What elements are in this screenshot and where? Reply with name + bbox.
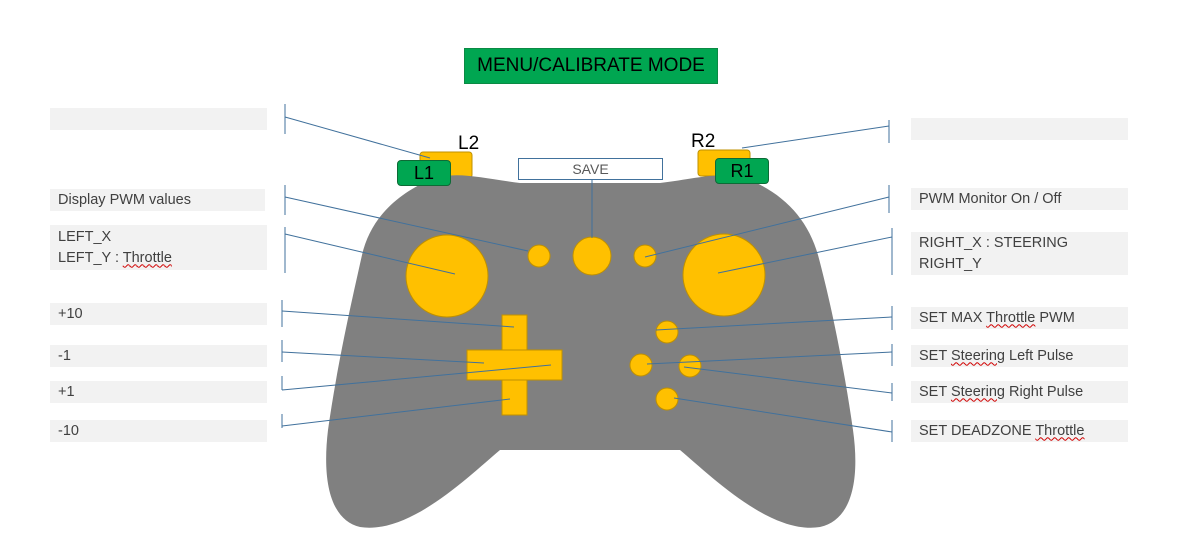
label-steer-right-prefix: SET: [919, 383, 951, 400]
label-minus10-text: -10: [58, 422, 79, 439]
label-deadzone-text: SET DEADZONE Throttle: [919, 421, 1120, 442]
label-right-stick: RIGHT_X : STEERING RIGHT_Y: [911, 232, 1128, 275]
label-set-max-throttle: SET MAX Throttle PWM: [911, 307, 1128, 329]
label-deadzone-prefix: SET DEADZONE: [919, 422, 1036, 439]
label-steering-right: SET Steering Right Pulse: [911, 381, 1128, 403]
label-right-y: RIGHT_Y: [919, 255, 982, 272]
right-stick[interactable]: [682, 233, 766, 317]
dpad-center: [503, 351, 526, 379]
face-button-right[interactable]: [678, 354, 702, 378]
label-display-pwm: Display PWM values: [50, 189, 265, 211]
start-button[interactable]: [633, 244, 657, 268]
label-plus10-text: +10: [58, 305, 83, 322]
label-steer-right-word: Steering: [950, 383, 1005, 400]
label-deadzone: SET DEADZONE Throttle: [911, 420, 1128, 442]
label-pwm-monitor: PWM Monitor On / Off: [911, 188, 1128, 210]
left-stick[interactable]: [405, 234, 489, 318]
label-set-max-prefix: SET MAX: [919, 309, 987, 326]
label-steer-left-prefix: SET: [919, 347, 951, 364]
label-steer-left-word: Steering: [950, 347, 1005, 364]
leader-lines: [281, 104, 893, 442]
label-plus1-text: +1: [58, 383, 75, 400]
label-r2-blank: [911, 118, 1128, 140]
label-pwm-monitor-text: PWM Monitor On / Off: [919, 190, 1062, 207]
r1-bumper[interactable]: R1: [715, 158, 769, 184]
select-button[interactable]: [527, 244, 551, 268]
label-steering-left: SET Steering Left Pulse: [911, 345, 1128, 367]
l2-label: L2: [458, 133, 480, 154]
label-left-y-word: Throttle: [122, 249, 172, 266]
label-set-max-throttle-text: SET MAX Throttle PWM: [919, 308, 1120, 329]
save-label: SAVE: [518, 158, 663, 180]
label-deadzone-word: Throttle: [1035, 422, 1085, 439]
home-button[interactable]: [572, 236, 612, 276]
label-minus1-text: -1: [58, 347, 71, 364]
label-steering-right-text: SET Steering Right Pulse: [919, 382, 1120, 403]
label-left-y-prefix: LEFT_Y :: [58, 249, 123, 266]
label-left-x: LEFT_X: [58, 228, 112, 245]
label-left-y: LEFT_Y : Throttle: [58, 248, 259, 269]
r2-label: R2: [691, 131, 716, 152]
face-button-bottom[interactable]: [655, 387, 679, 411]
label-left-stick: LEFT_X LEFT_Y : Throttle: [50, 225, 267, 270]
label-plus10: +10: [50, 303, 267, 325]
label-set-max-suffix: PWM: [1035, 309, 1075, 326]
label-set-max-word: Throttle: [986, 309, 1036, 326]
face-button-top[interactable]: [655, 320, 679, 344]
l1-bumper[interactable]: L1: [397, 160, 451, 186]
label-steer-left-suffix: Left Pulse: [1004, 347, 1074, 364]
label-right-x: RIGHT_X : STEERING: [919, 234, 1069, 251]
label-steering-left-text: SET Steering Left Pulse: [919, 346, 1120, 367]
label-minus1: -1: [50, 345, 267, 367]
face-button-left[interactable]: [629, 353, 653, 377]
label-l2-blank: [50, 108, 267, 130]
label-minus10: -10: [50, 420, 267, 442]
controller-body: [326, 175, 856, 528]
label-steer-right-suffix: Right Pulse: [1004, 383, 1084, 400]
label-plus1: +1: [50, 381, 267, 403]
label-display-pwm-text: Display PWM values: [58, 191, 191, 208]
page-title: MENU/CALIBRATE MODE: [464, 48, 718, 84]
